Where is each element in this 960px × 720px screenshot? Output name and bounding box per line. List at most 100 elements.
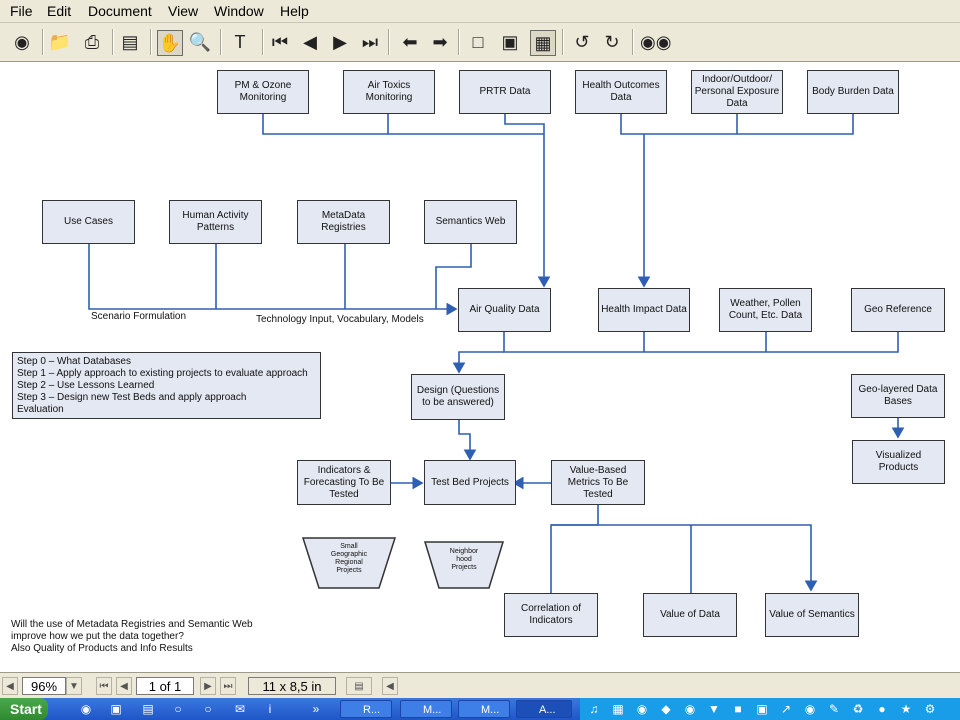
scroll-left-icon[interactable]: ◀ [2,677,18,695]
health-impact-box: Health Impact Data [598,288,690,332]
page-size-field: 11 x 8,5 in [248,677,336,695]
health-outcomes-box: Health Outcomes Data [575,70,667,114]
tray-icon[interactable]: ▼ [708,702,720,716]
print-icon[interactable]: ⎙ [84,32,100,52]
rotate-right-icon[interactable]: ↻ [604,32,620,52]
toolbar-separator [150,29,152,55]
taskbar-button[interactable]: M... [458,700,510,718]
air-toxics-box: Air Toxics Monitoring [343,70,435,114]
actual-size-icon[interactable]: □ [472,32,484,52]
menu-help[interactable]: Help [280,3,309,19]
toolbar: ◉ 📁 ⎙ ▤ ✋ 🔍 T ⏮ ◀ ▶ ⏭ ⬅ ➡ □ ▣ ▦ ↺ ↻ ◉◉ [0,23,960,62]
connector-lines [88,114,905,605]
weather-pollen-box: Weather, Pollen Count, Etc. Data [719,288,812,332]
firefox-icon[interactable]: ◉ [80,702,92,716]
correlation-box: Correlation of Indicators [504,593,598,637]
first-page-button[interactable]: ⏮ [96,677,112,695]
tray-icon[interactable]: ▣ [756,702,768,716]
toolbar-separator [262,29,264,55]
menu-file[interactable]: File [10,3,33,19]
neighborhood-shape [423,541,505,589]
tray-icon[interactable]: ◉ [684,702,696,716]
find-binoculars-icon[interactable]: ◉◉ [640,32,672,52]
geo-reference-box: Geo Reference [851,288,945,332]
toolbar-separator [458,29,460,55]
go-back-icon[interactable]: ⬅ [402,32,418,52]
question-line: Also Quality of Products and Info Result… [11,643,193,654]
zoom-dropdown-icon[interactable]: ▼ [66,677,82,695]
menu-bar: File Edit Document View Window Help [0,0,960,23]
taskbar-button-active[interactable]: A... [516,700,572,718]
tray-icon[interactable]: ⚙ [924,702,936,716]
tray-icon[interactable]: ↗ [780,702,792,716]
page-layout-icon[interactable]: ▤ [346,677,372,695]
tray-icon[interactable]: ★ [900,702,912,716]
visualized-products-box: Visualized Products [852,440,945,484]
go-forward-icon[interactable]: ➡ [432,32,448,52]
tray-icon[interactable]: ◉ [636,702,648,716]
taskbar: Start ◉ ▣ ▤ ○ ○ ✉ i » R... M... M... A..… [0,698,960,720]
next-page-button[interactable]: ▶ [200,677,216,695]
last-page-icon[interactable]: ⏭ [361,32,379,52]
page-number-field[interactable]: 1 of 1 [136,677,194,695]
indoor-outdoor-box: Indoor/Outdoor/ Personal Exposure Data [691,70,783,114]
bookmarks-icon[interactable]: ▤ [121,32,139,52]
tray-icon[interactable]: ◉ [804,702,816,716]
tray-icon[interactable]: ◆ [661,702,671,716]
menu-document[interactable]: Document [88,3,152,19]
previous-page-icon[interactable]: ◀ [303,32,317,52]
steps-box: Step 0 – What Databases Step 1 – Apply a… [12,352,321,419]
menu-window[interactable]: Window [214,3,264,19]
menu-view[interactable]: View [168,3,199,19]
taskbar-button[interactable]: M... [400,700,452,718]
body-burden-box: Body Burden Data [807,70,899,114]
semantics-web-box: Semantics Web [424,200,517,244]
start-button[interactable]: Start [0,698,48,720]
more-chevron-icon[interactable]: » [312,702,320,716]
quicklaunch-icon[interactable]: ○ [204,702,212,716]
toolbar-separator [388,29,390,55]
question-line: Will the use of Metadata Registries and … [11,619,253,630]
tray-icon[interactable]: ■ [734,702,742,716]
air-quality-box: Air Quality Data [458,288,551,332]
fit-width-icon[interactable]: ▦ [530,30,556,56]
scroll-bar-left-icon[interactable]: ◀ [382,677,398,695]
rotate-left-icon[interactable]: ↺ [574,32,590,52]
tray-icon[interactable]: ▦ [612,702,624,716]
zoom-tool-icon[interactable]: 🔍 [188,32,212,52]
next-page-icon[interactable]: ▶ [333,32,347,52]
technology-input-label: Technology Input, Vocabulary, Models [256,314,424,325]
document-canvas: PM & Ozone Monitoring Air Toxics Monitor… [0,62,960,672]
first-page-icon[interactable]: ⏮ [271,32,289,52]
quicklaunch-icon[interactable]: ▤ [142,702,154,716]
tray-icon[interactable]: ♫ [589,702,599,716]
step-line: Step 0 – What Databases [17,356,131,367]
metadata-registries-box: MetaData Registries [297,200,390,244]
taskbar-button[interactable]: R... [340,700,392,718]
tray-icon[interactable]: ● [878,702,886,716]
tray-icon[interactable]: ♻ [852,702,864,716]
prev-page-button[interactable]: ◀ [116,677,132,695]
status-bar: ◀ 96% ▼ ⏮ ◀ 1 of 1 ▶ ⏭ 11 x 8,5 in ▤ ◀ [0,672,960,699]
question-text: Will the use of Metadata Registries and … [11,619,253,655]
small-geographic-shape [301,537,397,589]
question-line: improve how we put the data together? [11,631,184,642]
tray-icon[interactable]: ✎ [828,702,840,716]
geo-layered-box: Geo-layered Data Bases [851,374,945,418]
info-icon[interactable]: i [268,702,272,716]
zoom-field[interactable]: 96% [22,677,66,695]
hand-tool-icon[interactable]: ✋ [157,30,183,56]
toolbar-separator [42,29,44,55]
last-page-button[interactable]: ⏭ [220,677,236,695]
text-select-icon[interactable]: T [234,32,246,52]
fit-page-icon[interactable]: ▣ [501,32,519,52]
design-box: Design (Questions to be answered) [411,374,505,420]
mail-icon[interactable]: ✉ [234,702,246,716]
open-folder-icon[interactable]: 📁 [48,32,72,52]
quicklaunch-icon[interactable]: ▣ [110,702,122,716]
color-icon[interactable]: ◉ [14,32,30,52]
menu-edit[interactable]: Edit [47,3,72,19]
value-metrics-box: Value-Based Metrics To Be Tested [551,460,645,505]
quicklaunch-icon[interactable]: ○ [174,702,182,716]
system-tray: ♫ ▦ ◉ ◆ ◉ ▼ ■ ▣ ↗ ◉ ✎ ♻ ● ★ ⚙ [580,698,960,720]
